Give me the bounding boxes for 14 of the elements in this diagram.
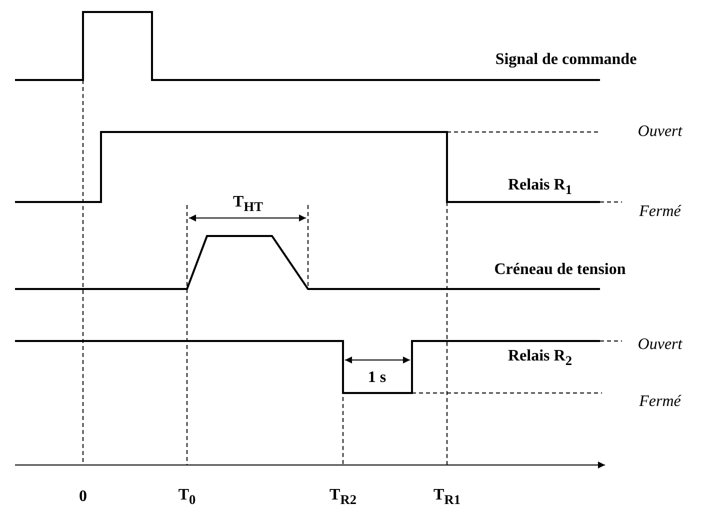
time-label: T$_{R2}$ xyxy=(330,486,356,508)
signal-label: Relais R$_{1}$ xyxy=(508,176,572,198)
state-label: Fermé xyxy=(639,393,681,411)
state-label: Fermé xyxy=(639,203,681,221)
duration-label: 1 s xyxy=(368,369,386,387)
state-label: Ouvert xyxy=(638,123,682,141)
state-label: Ouvert xyxy=(638,336,682,354)
signal-label: Relais R$_{2}$ xyxy=(508,348,572,368)
signal-label: Créneau de tension xyxy=(494,261,626,279)
time-label: T$_{0}$ xyxy=(178,486,196,508)
signal-label: Signal de commande xyxy=(495,51,637,69)
duration-label: T$_{HT}$ xyxy=(233,194,263,214)
time-label: T$_{R1}$ xyxy=(434,486,460,508)
time-label: 0 xyxy=(79,488,87,506)
